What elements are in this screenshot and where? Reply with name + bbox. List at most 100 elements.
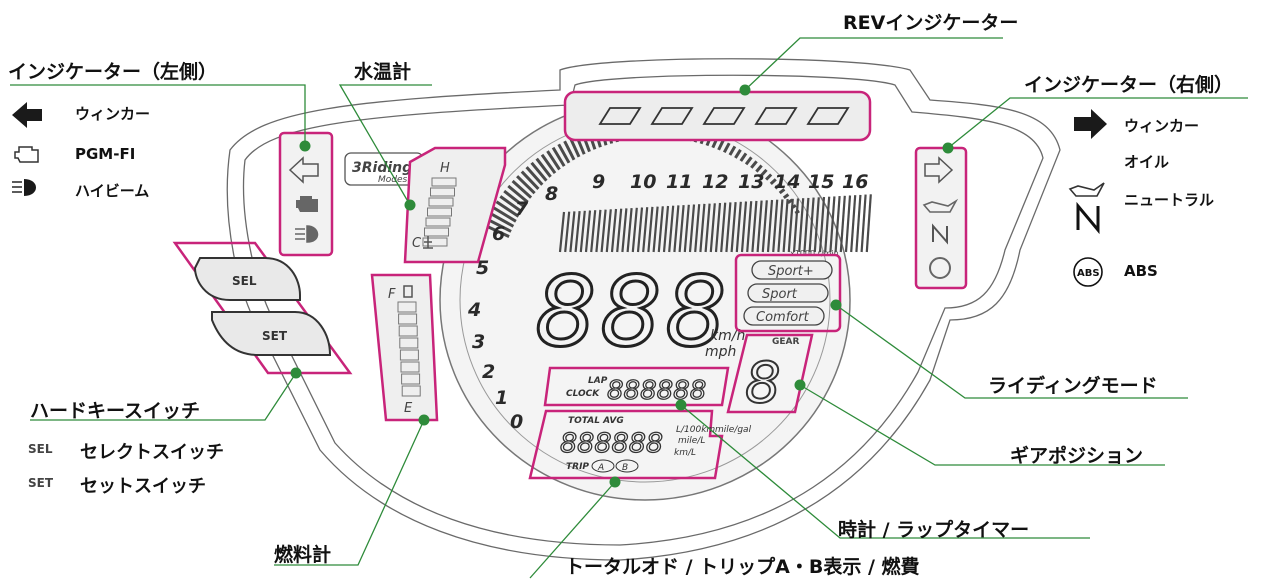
tach-bar (584, 210, 592, 253)
tach-bar (657, 206, 664, 253)
rpm-unit: x1000 r/min (790, 249, 839, 258)
temp-cell (427, 207, 452, 217)
tach-bar (787, 198, 794, 205)
meter-housing (226, 58, 1061, 561)
rpm-tick-label: 10 (630, 171, 656, 193)
leader-line (680, 404, 1090, 539)
mode-pill (747, 283, 829, 303)
fuel-e: E (404, 401, 413, 416)
speed-unit-kmh: km/h (710, 328, 745, 344)
fuel-gauge: F E (370, 273, 439, 422)
fuel-cell (398, 325, 418, 337)
tach-bar (621, 208, 628, 253)
mode-label: Comfort (756, 310, 810, 325)
trip-label: TRIP (566, 462, 589, 472)
oil-can-icon (1068, 182, 1105, 197)
brand-line-1: 3Riding (352, 160, 412, 176)
tach-bar (818, 196, 826, 253)
tach-bar (839, 195, 846, 253)
tach-bar (750, 160, 758, 169)
mode-pill (751, 260, 833, 280)
label-water-temp: 水温計 (354, 61, 412, 83)
tach-bar (824, 196, 831, 253)
tach-bar (495, 200, 520, 218)
engine-check-indicator-icon (296, 196, 318, 212)
tach-bar (631, 207, 638, 253)
tach-bar (520, 170, 540, 190)
odo-trip-panel: TOTAL AVG 888888 L/100km mile/gal mile/L… (528, 409, 752, 480)
leader-dot (675, 399, 687, 411)
svg-text:ABS: ABS (1077, 268, 1100, 279)
tach-bar (616, 208, 623, 253)
tach-bar (829, 196, 836, 253)
fuel-cells (397, 301, 421, 397)
tach-bar (803, 197, 810, 253)
leader-line (947, 97, 1248, 149)
tach-bar (722, 142, 731, 154)
leader-dot (609, 476, 621, 488)
rpm-tick-label: 3 (472, 331, 485, 353)
set-key-label: SET (262, 329, 288, 343)
tach-bar (782, 199, 789, 253)
tach-bar (744, 156, 753, 166)
legend-right-3: ニュートラル (1124, 191, 1215, 209)
tach-bar (516, 175, 536, 195)
coolant-icon (423, 236, 433, 249)
neutral-n-icon (1076, 201, 1100, 235)
tach-bar (734, 149, 742, 159)
trip-a: A (597, 463, 604, 473)
temp-cell (424, 227, 449, 237)
lap-label: LAP (588, 376, 608, 386)
turn-right-arrow-icon (1074, 109, 1107, 139)
fuel-f: F (388, 287, 396, 302)
unit-lper100: L/100km (676, 425, 715, 435)
sel-key[interactable] (193, 257, 301, 301)
tach-bar (511, 179, 533, 199)
tach-bar (850, 195, 857, 253)
fuel-pump-icon (403, 285, 413, 298)
tach-bar (492, 206, 517, 223)
tach-bar (595, 209, 602, 253)
label-indicator-left: インジケーター（左側） (8, 61, 218, 83)
tach-bar (717, 139, 725, 151)
fuel-cell (401, 373, 421, 385)
tach-bar (751, 200, 758, 253)
tach-bar (525, 166, 544, 186)
fuel-cell (399, 337, 419, 349)
tach-bar (725, 202, 732, 253)
leader-dot (404, 199, 416, 211)
leader-dots (290, 84, 954, 488)
rev-lamp (702, 107, 746, 125)
tach-bar (766, 199, 774, 253)
tach-bar (787, 198, 794, 253)
tach-bar (652, 206, 659, 253)
leader-line (30, 372, 297, 421)
set-key[interactable] (211, 311, 332, 356)
temp-cell (428, 197, 454, 207)
tach-bar (761, 200, 768, 253)
tach-bar (792, 198, 800, 253)
hard-key-panel: SEL SET (172, 241, 353, 375)
rpm-tick-label: 16 (842, 171, 868, 193)
trip-b: B (622, 463, 628, 473)
rev-lamp (806, 107, 850, 125)
tach-bar (760, 168, 768, 177)
tach-bar (813, 197, 820, 253)
speed-digits: 888 (535, 256, 730, 368)
tach-bar (600, 209, 607, 253)
tach-bar (626, 208, 633, 253)
engine-check-icon (14, 146, 39, 163)
turn-left-arrow-icon (12, 102, 42, 128)
leader-line (338, 84, 432, 206)
temp-c: C (412, 236, 422, 251)
temp-cells (422, 177, 457, 247)
tach-bar (755, 164, 763, 173)
clock-label: CLOCK (566, 389, 600, 399)
tach-bar (769, 178, 777, 186)
leader-dot (299, 140, 311, 152)
switch-code-set: SET (28, 476, 54, 490)
tach-bar (551, 146, 566, 167)
